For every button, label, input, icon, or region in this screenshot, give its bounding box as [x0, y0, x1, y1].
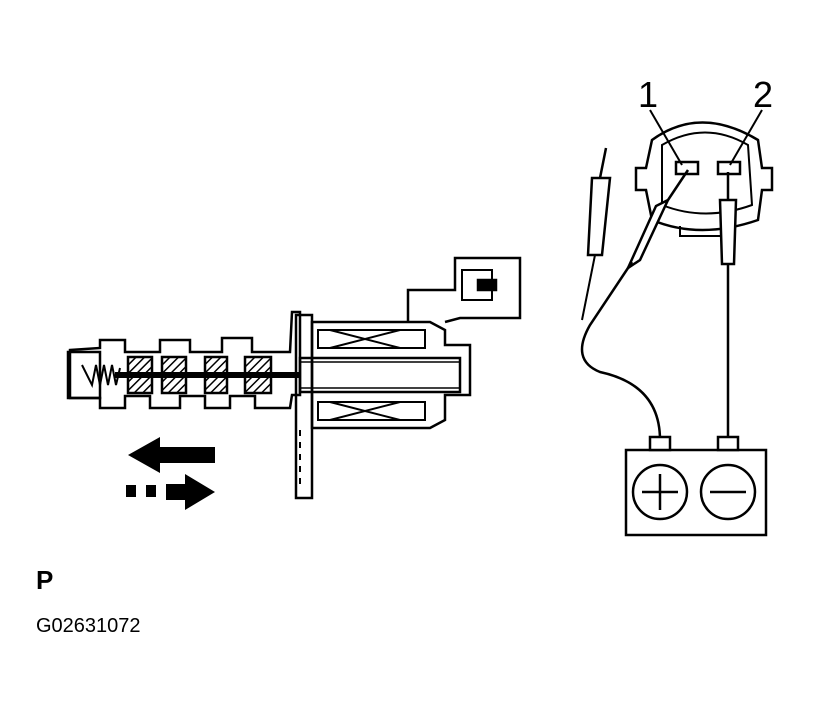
- pin-2-leader: [729, 109, 763, 166]
- pin-1-leader: [649, 109, 683, 166]
- direction-arrows: [126, 437, 215, 510]
- battery-case: [624, 448, 768, 537]
- figure-code: G02631072: [36, 615, 141, 637]
- spring: [81, 364, 121, 389]
- connector-housing: [406, 256, 522, 324]
- solenoid-body: [310, 320, 472, 430]
- pin-2-label: 2: [753, 74, 774, 115]
- arrow-left-icon: [128, 437, 215, 473]
- test-leads: [580, 147, 738, 441]
- loose-probe: [586, 147, 612, 257]
- coil-upper: [317, 329, 426, 349]
- pin-1-label: 1: [638, 74, 659, 115]
- minus-icon: [699, 463, 757, 521]
- lead-positive: [580, 261, 662, 441]
- oil-control-valve: [66, 256, 522, 500]
- arrow-dash: [126, 485, 136, 497]
- mounting-flange: [294, 313, 314, 500]
- view-letter: P: [36, 565, 54, 595]
- battery: [624, 435, 768, 537]
- plus-icon: [631, 463, 689, 521]
- battery-terminal-negative: [716, 435, 740, 452]
- plunger: [298, 356, 462, 394]
- probe-2: [718, 172, 738, 266]
- coil-lower: [317, 401, 426, 421]
- valve-sleeve: [68, 310, 302, 410]
- battery-terminal-positive: [648, 435, 672, 452]
- arrow-right-icon: [166, 474, 215, 510]
- arrow-dash: [146, 485, 156, 497]
- end-cap: [66, 350, 102, 400]
- pin-1-socket: [674, 160, 700, 176]
